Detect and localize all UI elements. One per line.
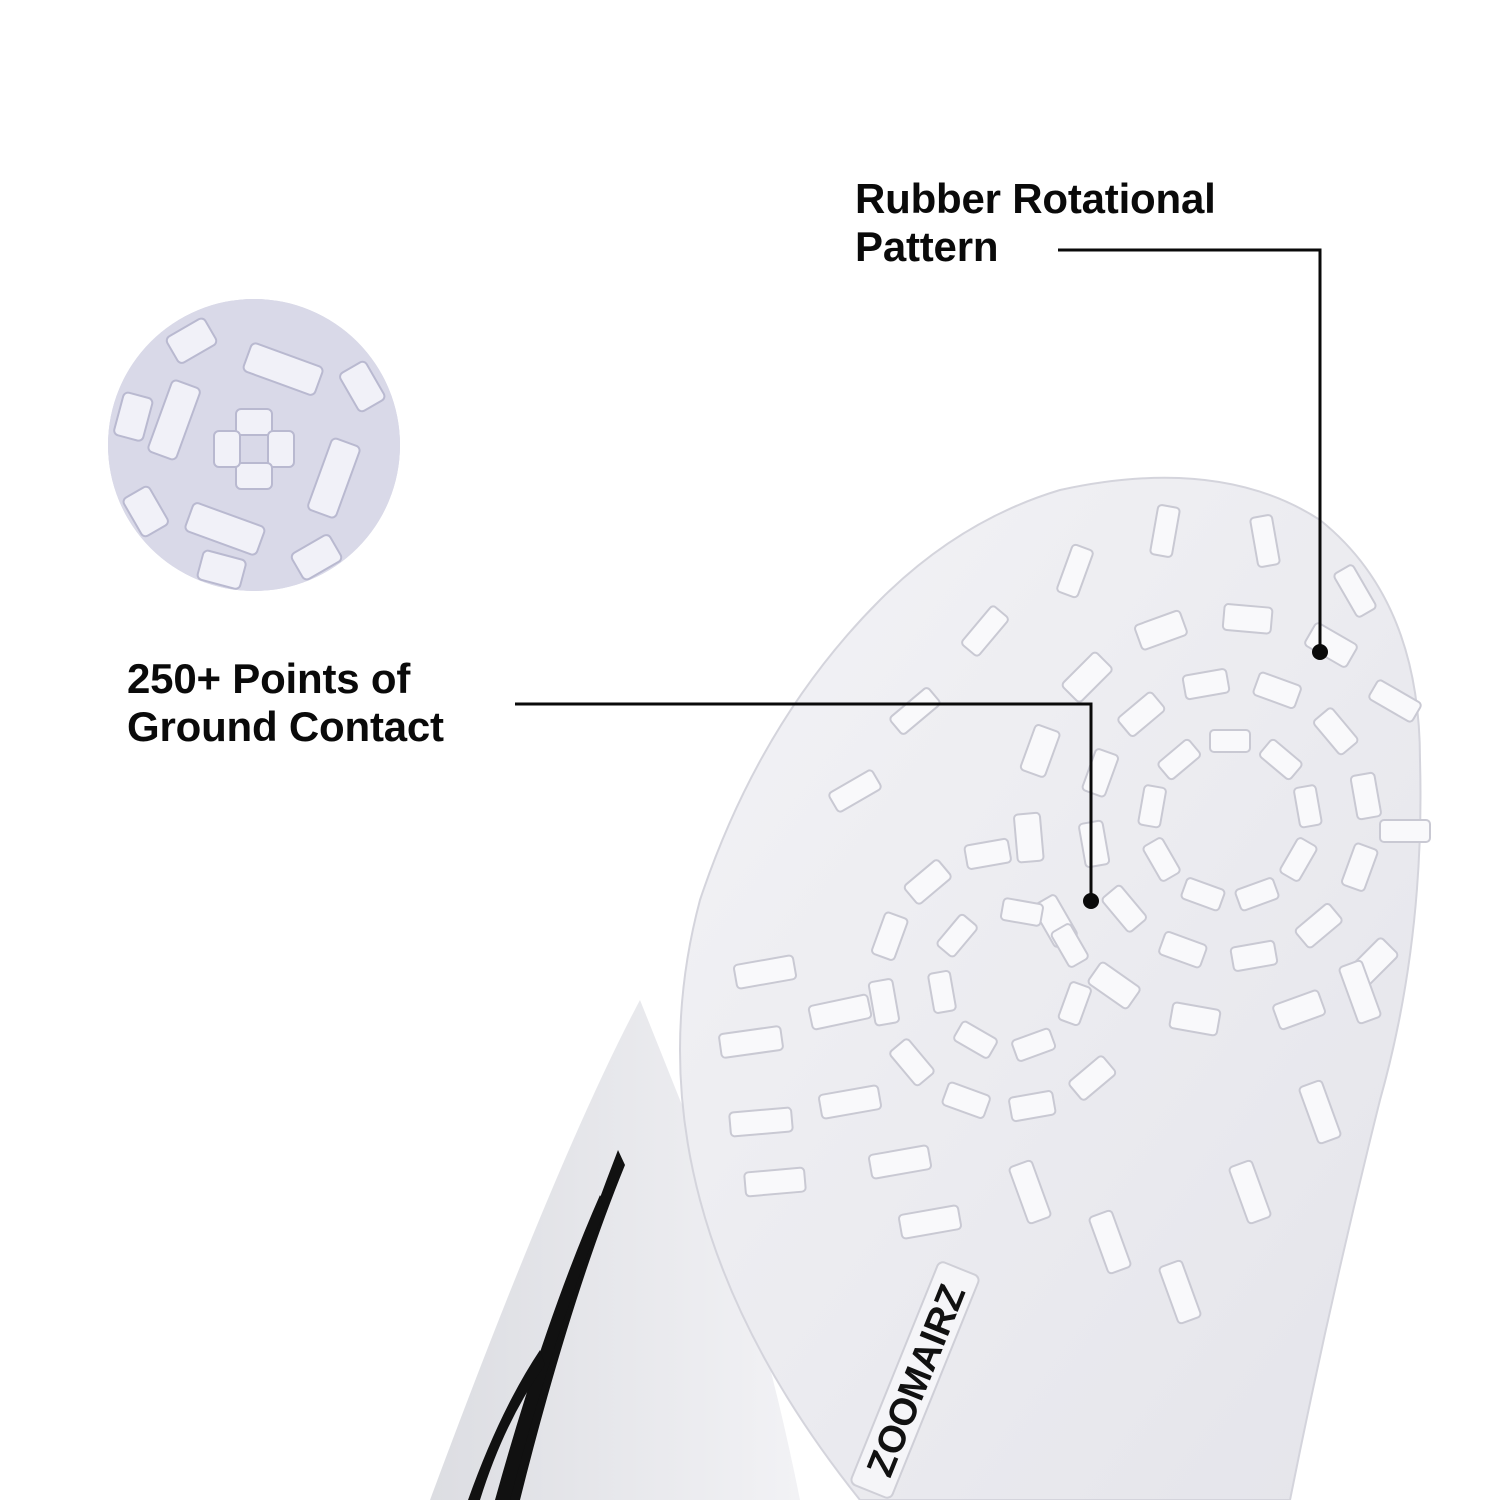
- rotational-lug-closeup-icon: [108, 299, 400, 591]
- callout-ground-contact: 250+ Points of Ground Contact: [127, 655, 444, 751]
- callout-line: Ground Contact: [127, 703, 444, 750]
- callout-line: Pattern: [855, 223, 999, 270]
- callout-rubber-rotational-pattern: Rubber Rotational Pattern: [855, 175, 1216, 271]
- callout-line: Rubber Rotational: [855, 175, 1216, 222]
- callout-line: 250+ Points of: [127, 655, 411, 702]
- tread-detail-inset: [108, 299, 400, 591]
